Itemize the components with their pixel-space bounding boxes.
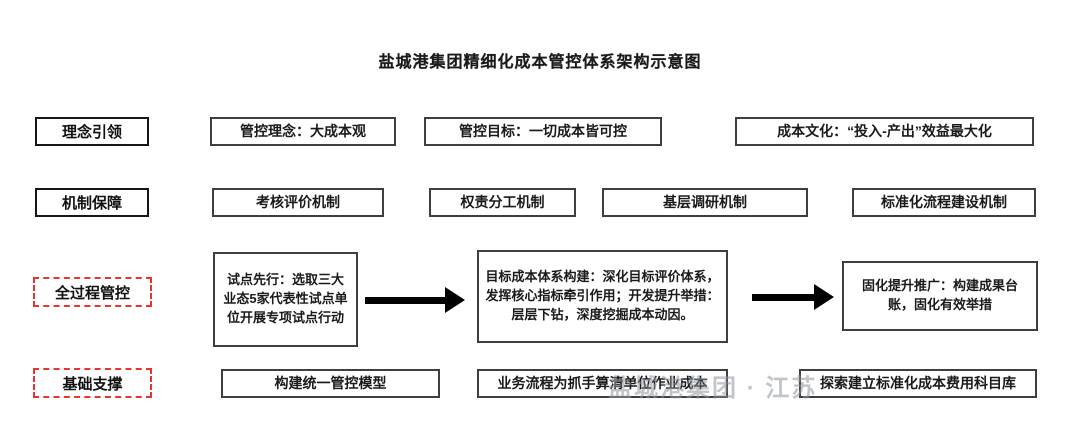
box-control-concept: 管控理念：大成本观	[210, 117, 396, 146]
box-assessment-mechanism: 考核评价机制	[212, 188, 384, 217]
row-label-foundation: 基础支撑	[33, 368, 152, 398]
box-consolidate-promote: 固化提升推广：构建成果台账，固化有效举措	[842, 261, 1038, 331]
arrow-right-icon	[365, 287, 465, 313]
arrow-shaft	[752, 293, 814, 301]
arrow-head	[445, 287, 465, 313]
arrow-right-icon	[752, 284, 834, 310]
box-unified-control-model: 构建统一管控模型	[221, 369, 440, 398]
row-label-concept: 理念引领	[35, 117, 149, 146]
box-pilot-first: 试点先行：选取三大业态5家代表性试点单位开展专项试点行动	[213, 252, 358, 347]
box-business-process-cost: 业务流程为抓手算清单位作业成本	[477, 369, 728, 398]
box-grassroots-research-mechanism: 基层调研机制	[602, 188, 808, 217]
arrow-shaft	[365, 296, 445, 304]
row-label-whole-process: 全过程管控	[33, 277, 152, 307]
box-cost-culture: 成本文化：“投入-产出”效益最大化	[735, 117, 1034, 146]
row-label-mechanism: 机制保障	[35, 188, 149, 217]
box-control-goal: 管控目标：一切成本皆可控	[424, 117, 662, 146]
diagram-title: 盐城港集团精细化成本管控体系架构示意图	[378, 54, 702, 71]
box-target-cost-system: 目标成本体系构建：深化目标评价体系，发挥核心指标牵引作用；开发提升举措：层层下钻…	[477, 250, 728, 343]
box-standard-cost-subject-library: 探索建立标准化成本费用科目库	[799, 369, 1037, 398]
arrow-head	[814, 284, 834, 310]
box-responsibility-mechanism: 权责分工机制	[429, 188, 576, 217]
box-standardized-process-mechanism: 标准化流程建设机制	[852, 188, 1036, 217]
